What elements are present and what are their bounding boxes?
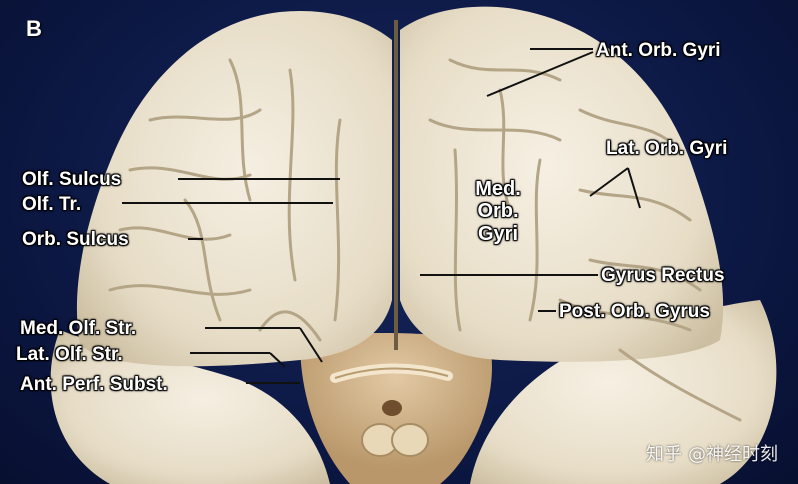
label-med-orb-gyri-line2: Orb. — [477, 200, 519, 223]
label-gyrus-rectus: Gyrus Rectus — [601, 265, 725, 286]
temporal-lobe-left — [50, 330, 331, 484]
label-olf-sulcus: Olf. Sulcus — [22, 169, 122, 190]
watermark-site: 知乎 — [646, 444, 682, 465]
watermark: 知乎 @神经时刻 — [646, 440, 778, 466]
watermark-author: @神经时刻 — [688, 444, 778, 465]
label-lat-orb-gyri: Lat. Orb. Gyri — [606, 138, 728, 159]
leader-lines — [122, 48, 641, 384]
label-med-orb-gyri: Med. Orb. Gyri — [460, 178, 536, 245]
label-lat-olf-str: Lat. Olf. Str. — [16, 344, 123, 365]
frontal-lobe-left — [76, 10, 392, 367]
frontal-lobe-right — [400, 6, 724, 362]
label-post-orb-gyrus: Post. Orb. Gyrus — [559, 301, 710, 322]
label-med-olf-str: Med. Olf. Str. — [20, 318, 137, 339]
brain-base — [300, 333, 492, 484]
panel-label: B — [26, 16, 42, 41]
label-olf-tr: Olf. Tr. — [22, 194, 82, 215]
label-ant-perf-subst: Ant. Perf. Subst. — [20, 374, 168, 395]
label-med-orb-gyri-line1: Med. — [475, 178, 521, 200]
label-orb-sulcus: Orb. Sulcus — [22, 229, 129, 250]
label-ant-orb-gyri: Ant. Orb. Gyri — [596, 40, 721, 61]
label-med-orb-gyri-line3: Gyri — [477, 222, 519, 245]
